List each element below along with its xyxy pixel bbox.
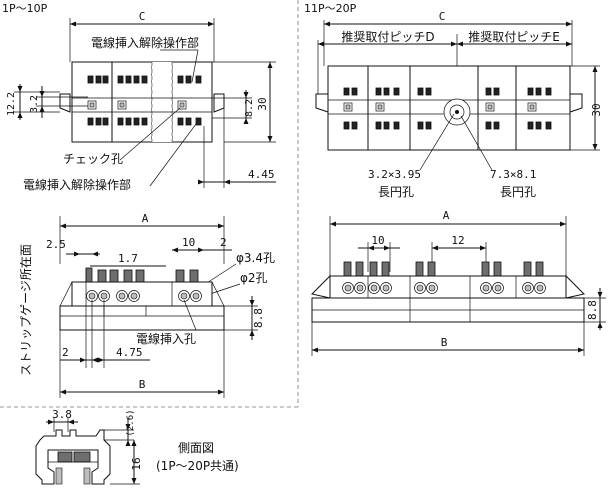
terminal-pins-right bbox=[343, 261, 544, 277]
dim-8-8-right: 8.8 bbox=[586, 300, 599, 320]
dim-4-45: 4.45 bbox=[248, 168, 275, 181]
release-slots-upper-left bbox=[87, 75, 202, 84]
front-view-11p-20p: A 10 12 bbox=[311, 209, 606, 356]
hole-size-7-3x8-1: 7.3×8.1 bbox=[490, 168, 536, 181]
dim-2-bottom: 2 bbox=[62, 346, 69, 359]
dim-3-2: 3.2 bbox=[29, 95, 40, 113]
dim-a-right: A bbox=[443, 209, 450, 222]
dim-2-top: 2 bbox=[220, 236, 227, 249]
title-11p-20p: 11P～20P bbox=[304, 2, 357, 15]
label-wire-insert-hole: 電線挿入孔 bbox=[136, 331, 196, 346]
flange-right-right bbox=[569, 93, 583, 113]
release-slots-upper-right bbox=[343, 87, 552, 96]
side-view-note: (1P～20P共通) bbox=[156, 459, 239, 473]
top-view-11p-20p: 11P～20P C 推奨取付ピッチD 推奨取付ピッチE bbox=[304, 2, 603, 199]
side-view: 3.8 (2.6) 16 側面図 (1P～20P共通) bbox=[35, 408, 239, 485]
flange-right bbox=[213, 93, 225, 113]
side-view-title: 側面図 bbox=[178, 441, 214, 455]
title-1p-10p: 1P～10P bbox=[2, 2, 48, 15]
label-strip-gauge: ストリップゲージ所在面 bbox=[19, 244, 33, 376]
dim-c-left: C bbox=[139, 10, 146, 23]
dim-c-right: C bbox=[439, 10, 446, 23]
dim-30-left: 30 bbox=[256, 97, 269, 110]
label-check-hole: チェック孔 bbox=[63, 152, 123, 166]
center-mounting-hole bbox=[443, 98, 471, 126]
release-slots-lower-left bbox=[87, 117, 202, 126]
dim-4-75: 4.75 bbox=[116, 346, 143, 359]
label-release-top: 電線挿入解除操作部 bbox=[91, 35, 199, 50]
dim-8-2: 8.2 bbox=[244, 99, 255, 117]
hole-phi-3-4: φ3.4孔 bbox=[236, 251, 275, 265]
front-view-1p-10p: A 2.5 1.7 10 2 φ3.4孔 φ2孔 bbox=[19, 212, 275, 398]
dim-1-7: 1.7 bbox=[118, 252, 138, 265]
side-profile bbox=[35, 429, 111, 485]
dim-30-right: 30 bbox=[590, 103, 603, 116]
dim-10-right: 10 bbox=[371, 234, 384, 247]
check-holes-1p-10p bbox=[87, 100, 187, 110]
dim-2-6: (2.6) bbox=[126, 409, 136, 436]
top-view-1p-10p: 1P～10P C bbox=[2, 2, 276, 192]
label-pitch-d: 推奨取付ピッチD bbox=[341, 30, 434, 44]
hole-phi-2: φ2孔 bbox=[240, 271, 268, 285]
dim-12: 12 bbox=[451, 234, 464, 247]
dim-12-2: 12.2 bbox=[6, 92, 17, 116]
dim-b-left: B bbox=[139, 378, 146, 391]
label-release-bottom: 電線挿入解除操作部 bbox=[23, 177, 131, 192]
dim-16: 16 bbox=[130, 457, 143, 470]
label-pitch-e: 推奨取付ピッチE bbox=[468, 30, 560, 44]
dim-a-left: A bbox=[142, 212, 149, 225]
dim-2-5: 2.5 bbox=[46, 238, 66, 251]
wire-insert-holes-right bbox=[342, 282, 546, 294]
dim-8-8-left: 8.8 bbox=[252, 308, 265, 328]
flange-right-left bbox=[315, 93, 329, 113]
check-holes-11p-20p bbox=[343, 102, 537, 112]
hole-label-b: 長円孔 bbox=[500, 185, 536, 199]
hole-size-3-2x3-95: 3.2×3.95 bbox=[368, 168, 421, 181]
wire-insert-holes-left bbox=[86, 290, 202, 302]
dim-10-left: 10 bbox=[182, 236, 195, 249]
dim-3-8: 3.8 bbox=[52, 408, 72, 421]
dim-b-right: B bbox=[441, 336, 448, 349]
release-slots-lower-right bbox=[343, 121, 552, 130]
hole-label-a: 長円孔 bbox=[378, 185, 414, 199]
